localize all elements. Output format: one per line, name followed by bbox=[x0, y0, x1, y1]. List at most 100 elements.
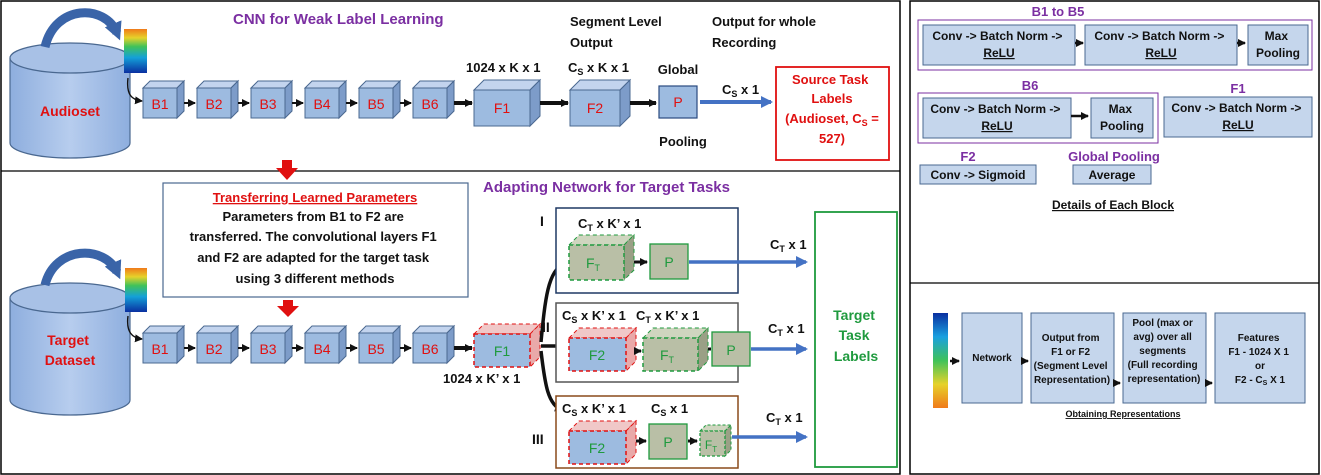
source-labels-box bbox=[775, 66, 890, 161]
f1-block-bottom bbox=[472, 322, 542, 369]
f2-detail-title: F2 bbox=[960, 149, 975, 164]
repr-output-text: Output from F1 or F2 (Segment Level Repr… bbox=[1034, 333, 1111, 386]
b6-frame bbox=[917, 92, 1159, 144]
method-2-dim-2: CT x K’ x 1 bbox=[636, 308, 699, 325]
bottom-block-b2 bbox=[195, 324, 240, 365]
left-panel-frame bbox=[0, 0, 901, 475]
f1-detail-conv bbox=[1163, 96, 1313, 138]
repr-caption: Obtaining Representations bbox=[1065, 409, 1180, 419]
repr-features-text: Features F1 - 1024 X 1 or bbox=[1228, 333, 1291, 372]
bottom-block-b4 bbox=[303, 324, 348, 365]
repr-pool-text: Pool (max or avg) over all segments (Ful… bbox=[1128, 318, 1201, 385]
repr-features-f2: F2 - CS X 1 bbox=[1235, 375, 1286, 387]
method-3-p-label: P bbox=[663, 434, 672, 450]
bottom-block-label-b2: B2 bbox=[205, 341, 222, 357]
source-labels-527: 527) bbox=[819, 131, 845, 146]
repr-spectrogram bbox=[933, 313, 948, 408]
pooling-label: Pooling bbox=[659, 134, 707, 149]
top-block-b3 bbox=[249, 79, 294, 120]
b1-b5-frame bbox=[917, 19, 1313, 71]
method-2-p-block bbox=[711, 331, 751, 367]
red-down-arrow-1 bbox=[276, 160, 298, 180]
bottom-block-label-b6: B6 bbox=[421, 341, 438, 357]
target-labels-text: Target Task Labels bbox=[833, 307, 879, 364]
b1-b5-conv-1-text: Conv -> Batch Norm -> ReLU bbox=[932, 29, 1065, 60]
top-block-b4 bbox=[303, 79, 348, 120]
b6-maxpool bbox=[1090, 97, 1154, 139]
dim-f1-top: 1024 x K x 1 bbox=[466, 60, 540, 75]
global-label: Global bbox=[658, 62, 698, 77]
transfer-body: Parameters from B1 to F2 are transferred… bbox=[190, 209, 441, 286]
red-down-arrow-2 bbox=[277, 300, 299, 317]
bottom-block-label-b5: B5 bbox=[367, 341, 384, 357]
transfer-box bbox=[162, 182, 469, 298]
repr-network-text: Network bbox=[972, 353, 1012, 364]
method-3-f2-label: F2 bbox=[589, 440, 606, 456]
b1-b5-title: B1 to B5 bbox=[1032, 4, 1085, 19]
bottom-title: Adapting Network for Target Tasks bbox=[483, 179, 730, 196]
transfer-title: Transferring Learned Parameters bbox=[213, 190, 417, 205]
f1-block-top bbox=[472, 78, 542, 128]
b6-title: B6 bbox=[1022, 78, 1039, 93]
bottom-block-b1 bbox=[141, 324, 186, 365]
method-1-ft-label: FT bbox=[586, 255, 601, 273]
curved-arrow-bottom bbox=[40, 248, 122, 287]
p-block-top bbox=[658, 85, 698, 119]
f1-label-top: F1 bbox=[494, 100, 511, 116]
f1-label-bottom: F1 bbox=[494, 343, 511, 359]
b1-b5-conv-1 bbox=[922, 24, 1076, 66]
right-panel-frame bbox=[909, 0, 1320, 475]
top-block-label-b3: B3 bbox=[259, 96, 276, 112]
source-labels-text: Source Task Labels bbox=[792, 72, 872, 106]
hook-arrow-bottom bbox=[126, 315, 143, 343]
method-2-ft-label: FT bbox=[660, 347, 675, 365]
repr-network-box bbox=[961, 312, 1023, 404]
method-1-numeral: I bbox=[540, 213, 544, 229]
b1-b5-maxpool-text: Max Pooling bbox=[1256, 29, 1300, 60]
bottom-block-label-b1: B1 bbox=[151, 341, 168, 357]
audioset-cylinder bbox=[9, 42, 131, 159]
f1-detail-conv-text: Conv -> Batch Norm -> ReLU bbox=[1171, 101, 1304, 132]
f2-detail-conv-text: Conv -> Sigmoid bbox=[930, 168, 1025, 182]
top-block-b2 bbox=[195, 79, 240, 120]
top-block-label-b5: B5 bbox=[367, 96, 384, 112]
source-labels-cs: (Audioset, CS = bbox=[785, 111, 879, 128]
cs-x1-top: CS x 1 bbox=[722, 82, 759, 99]
top-block-b6 bbox=[411, 79, 456, 120]
details-caption: Details of Each Block bbox=[1052, 198, 1174, 212]
b1-b5-maxpool bbox=[1247, 24, 1309, 66]
hook-arrow-top bbox=[126, 77, 143, 105]
audioset-label: Audioset bbox=[40, 103, 100, 119]
top-block-label-b1: B1 bbox=[151, 96, 168, 112]
b1-b5-conv-2 bbox=[1084, 24, 1238, 66]
target-dataset-cylinder bbox=[9, 282, 131, 416]
spectrogram-icon-bottom bbox=[125, 268, 147, 312]
bottom-block-b3 bbox=[249, 324, 294, 365]
method-3-dim-1: CS x K’ x 1 bbox=[562, 401, 626, 418]
method-2-f2-block bbox=[567, 326, 638, 373]
target-dataset-label: Target Dataset bbox=[45, 332, 96, 368]
method-2-ft-block bbox=[641, 326, 710, 373]
f2-block-top bbox=[568, 78, 632, 128]
top-block-label-b4: B4 bbox=[313, 96, 330, 112]
method-1-p-block bbox=[649, 243, 689, 280]
global-pooling-title: Global Pooling bbox=[1068, 149, 1160, 164]
method-1-ft-block bbox=[567, 233, 636, 282]
b6-maxpool-text: Max Pooling bbox=[1100, 102, 1144, 133]
f2-label-top: F2 bbox=[587, 100, 604, 116]
dim-f2-top: CS x K x 1 bbox=[568, 60, 629, 77]
bottom-block-label-b4: B4 bbox=[313, 341, 330, 357]
top-block-b1 bbox=[141, 79, 186, 120]
f1-detail-title: F1 bbox=[1230, 81, 1245, 96]
top-block-label-b2: B2 bbox=[205, 96, 222, 112]
top-title: CNN for Weak Label Learning bbox=[233, 11, 444, 28]
top-block-b5 bbox=[357, 79, 402, 120]
spectrogram-icon bbox=[124, 29, 147, 73]
p-label-top: P bbox=[673, 94, 682, 110]
bottom-block-b5 bbox=[357, 324, 402, 365]
method-3-numeral: III bbox=[532, 431, 544, 447]
method-2-numeral: II bbox=[542, 319, 550, 335]
method-1-dim: CT x K’ x 1 bbox=[578, 216, 641, 233]
method-3-f2-block bbox=[567, 419, 638, 466]
